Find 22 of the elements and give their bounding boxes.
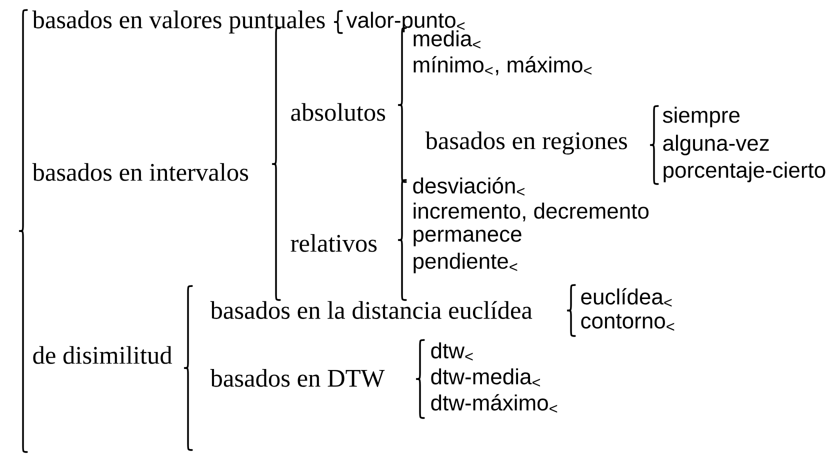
leaf-label: dtw-máximo$_{<}$	[431, 394, 558, 413]
leaf-label: dtw$_{<}$	[431, 342, 473, 361]
leaf-label: mínimo$_{<}$, máximo$_{<}$	[414, 56, 592, 76]
category-label: basados en valores puntuales	[32, 10, 325, 34]
category-label: de disimilitud	[33, 346, 172, 364]
leaf-label: media$_{<}$	[414, 30, 480, 49]
leaf-label: dtw-media$_{<}$	[431, 368, 540, 387]
category-label: relativos	[290, 234, 377, 252]
leaf-label: pendiente$_{<}$	[414, 252, 518, 274]
category-label: absolutos	[291, 103, 386, 121]
category-label: basados en la distancia euclídea	[210, 301, 532, 319]
leaf-label: permanece	[414, 230, 522, 246]
leaf-label: desviación$_{<}$	[413, 177, 524, 196]
category-label: basados en regiones	[425, 132, 627, 155]
leaf-label: incremento, decremento	[414, 202, 649, 222]
leaf-label: siempre	[662, 106, 740, 128]
category-label: basados en intervalos	[32, 163, 248, 181]
leaf-label: contorno$_{<}$	[581, 314, 674, 331]
category-label: basados en DTW	[210, 369, 385, 387]
leaf-label: alguna-vez	[663, 134, 769, 156]
leaf-label: porcentaje-cierto	[664, 162, 826, 182]
leaf-label: euclídea$_{<}$	[581, 288, 672, 307]
